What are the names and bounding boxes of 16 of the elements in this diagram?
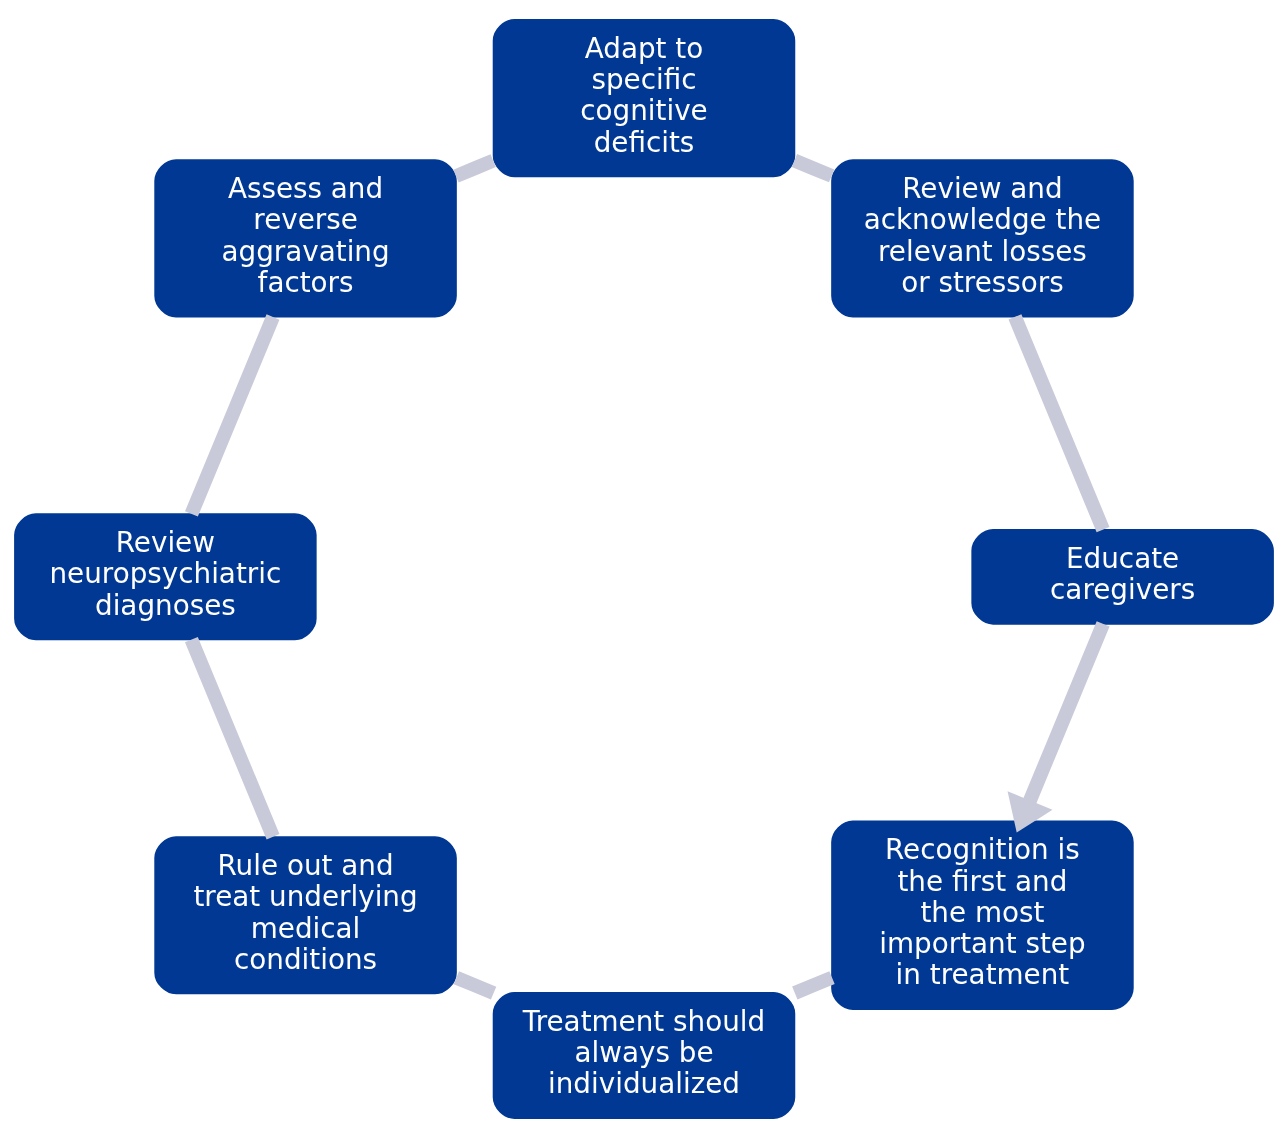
connector [792,970,835,999]
connector [185,313,280,517]
node-box: Rule out and treat underlying medical conditions [154,835,457,994]
node-box: Treatment should always be individualized [492,991,796,1119]
connector [184,636,280,839]
connector [791,153,835,182]
connector [453,153,496,182]
node-box: Educate caregivers [971,528,1274,625]
node-box: Recognition is the first and the most important step in treatment [831,820,1134,1010]
node-box: Review and acknowledge the relevant losses or stressors [831,158,1134,317]
connector [1008,313,1110,532]
connector [453,970,497,1000]
arrow [1007,620,1110,833]
node-box: Adapt to specific cognitive deficits [492,18,796,177]
node-box: Assess and reverse aggravating factors [154,158,457,317]
node-box: Review neuropsychiatric diagnoses [14,512,317,640]
